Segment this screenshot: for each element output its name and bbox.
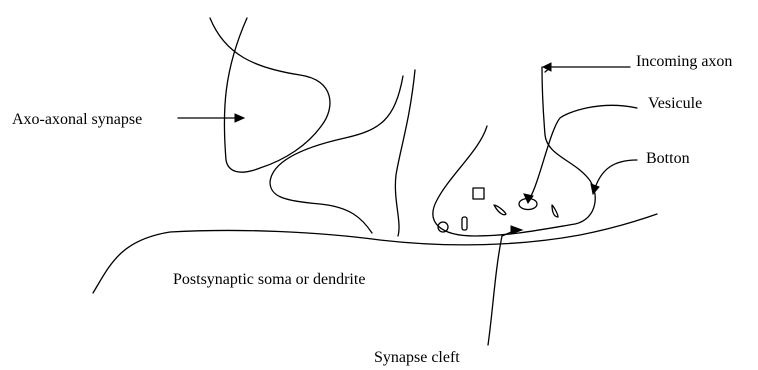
label-postsynaptic: Postsynaptic soma or dendrite [173, 271, 365, 288]
synapse-cleft-leader-line [488, 236, 502, 345]
axo-axonal-axon [210, 18, 330, 172]
label-botton: Botton [646, 150, 690, 167]
vesicle-square [473, 188, 484, 199]
label-synapse-cleft: Synapse cleft [374, 349, 460, 366]
label-vesicule: Vesicule [648, 95, 702, 112]
label-axo-axonal-synapse: Axo-axonal synapse [12, 111, 142, 128]
vesicle-teardrop-1 [494, 205, 506, 215]
vesicle-rod [462, 217, 467, 230]
incoming-axon-leader-line [545, 67, 630, 72]
bouton-outline [433, 67, 595, 236]
botton-leader-line [595, 160, 637, 188]
vesicule-leader-line [530, 105, 637, 198]
label-incoming-axon: Incoming axon [636, 53, 732, 70]
axo-axonal-arrow [235, 114, 244, 122]
vesicle-teardrop-2 [552, 205, 558, 217]
